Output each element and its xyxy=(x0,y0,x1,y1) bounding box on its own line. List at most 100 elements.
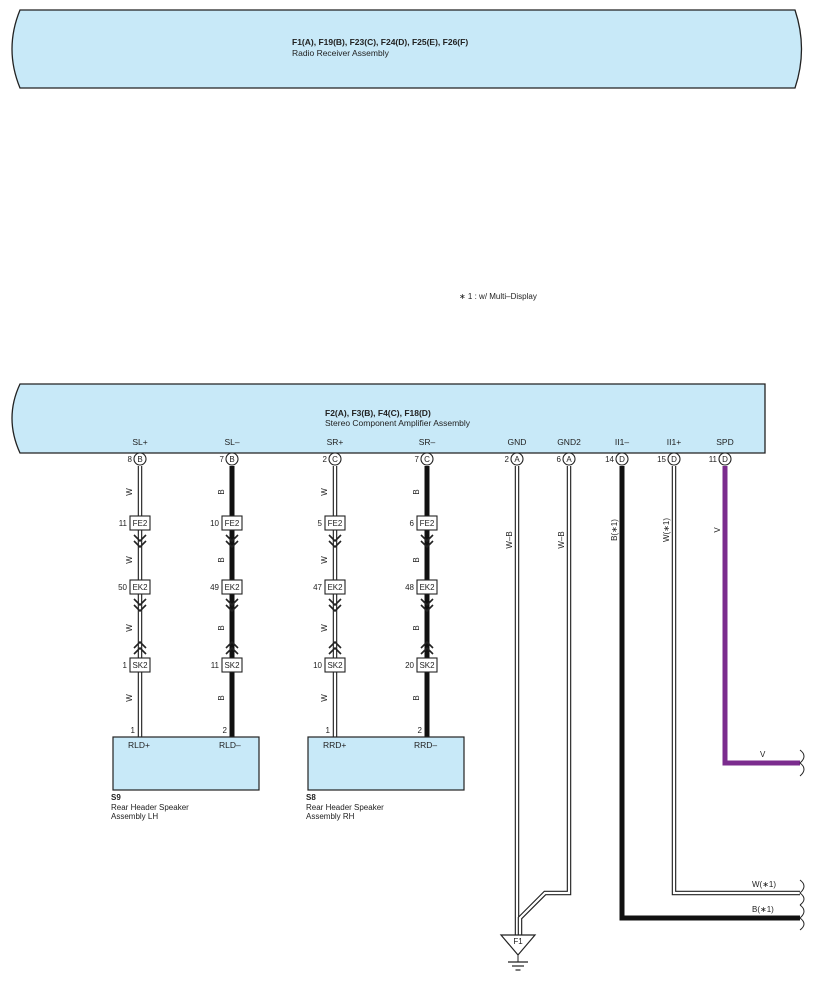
wire-color-label: W xyxy=(320,488,329,496)
pin-number: 14 xyxy=(605,455,614,464)
wire-color-label: W xyxy=(320,556,329,564)
plug-chevron xyxy=(420,540,434,549)
pin-label: GND xyxy=(508,437,527,447)
connector-box xyxy=(129,579,151,595)
gnd-wire: W–B xyxy=(505,466,520,935)
s8-name1: Rear Header Speaker xyxy=(306,803,384,812)
ii1-minus-wire: B(∗1) B(∗1) xyxy=(610,466,805,931)
plug-chevron xyxy=(328,598,342,607)
wire-color-label: W xyxy=(125,556,134,564)
s8-name2: Assembly RH xyxy=(306,812,355,821)
wire-color-label: W xyxy=(125,694,134,702)
connector-box xyxy=(221,515,243,531)
spd-out-label: V xyxy=(760,750,766,759)
plug-chevron xyxy=(133,540,147,549)
plug-chevron xyxy=(133,534,147,543)
connector-name: EK2 xyxy=(132,583,148,592)
s8-plus: RRD+ xyxy=(323,740,346,750)
plug-chevron xyxy=(328,534,342,543)
pin-number: 2 xyxy=(505,455,510,464)
plug-chevron xyxy=(420,646,434,655)
wire-color-label: B xyxy=(412,625,421,630)
connector-sk2: SK2 20 xyxy=(405,657,438,673)
wire-color-label: B xyxy=(217,489,226,494)
wire-color-label: B xyxy=(217,695,226,700)
pin-connector: B xyxy=(229,455,234,464)
amp-pins: SL+B8SL–B7SR+C2SR–C7GNDA2GND2A6II1–D14II… xyxy=(128,437,734,466)
pin-number: 2 xyxy=(323,455,328,464)
plug-chevron xyxy=(225,640,239,649)
pin-connector: A xyxy=(566,455,572,464)
speaker-s9: RLD+ RLD– S9 Rear Header Speaker Assembl… xyxy=(111,736,260,821)
wire-color-label: W xyxy=(125,624,134,632)
pin-circle xyxy=(225,452,239,466)
plug-chevron xyxy=(420,534,434,543)
radio-receiver-assembly: F1(A), F19(B), F23(C), F24(D), F25(E), F… xyxy=(11,9,803,89)
plug-chevron xyxy=(225,598,239,607)
s8-code: S8 xyxy=(306,793,316,802)
connector-name: FE2 xyxy=(420,519,435,528)
s9-minus: RLD– xyxy=(219,740,241,750)
speaker-pin: 1 xyxy=(326,726,331,735)
s8-minus: RRD– xyxy=(414,740,437,750)
pin-label: II1– xyxy=(615,437,629,447)
amp-pin-sl-: SL+B8 xyxy=(128,437,148,466)
connector-box xyxy=(324,515,346,531)
connector-box xyxy=(221,579,243,595)
connector-pin: 10 xyxy=(313,661,322,670)
amp-pin-sr-: SR–C7 xyxy=(415,437,436,466)
ii1-minus-out-label: B(∗1) xyxy=(752,905,774,914)
connector-name: SK2 xyxy=(419,661,435,670)
speaker-pin: 2 xyxy=(223,726,228,735)
connector-pin: 11 xyxy=(211,661,220,670)
amp-pin-ii1-: II1+D15 xyxy=(657,437,681,466)
plug-chevron xyxy=(420,598,434,607)
connector-pin: 5 xyxy=(318,519,323,528)
pin-connector: D xyxy=(722,455,728,464)
plug-chevron xyxy=(328,604,342,613)
pin-label: II1+ xyxy=(667,437,681,447)
amp-pin-sr-: SR+C2 xyxy=(323,437,343,466)
plug-chevron xyxy=(133,640,147,649)
plug-chevron xyxy=(225,604,239,613)
pin-circle xyxy=(420,452,434,466)
wire-color-label: B xyxy=(412,695,421,700)
s9-name2: Assembly LH xyxy=(111,812,158,821)
gnd2-wire: W–B xyxy=(517,466,572,935)
connector-name: FE2 xyxy=(133,519,148,528)
connector-box xyxy=(324,579,346,595)
connector-name: SK2 xyxy=(327,661,343,670)
wire-color-label: B xyxy=(412,557,421,562)
footnote: ∗ 1 : w/ Multi–Display xyxy=(459,292,537,301)
pin-label: SL– xyxy=(224,437,239,447)
connector-name: SK2 xyxy=(132,661,148,670)
connector-pin: 6 xyxy=(410,519,415,528)
connector-name: FE2 xyxy=(328,519,343,528)
plug-chevron xyxy=(225,534,239,543)
connector-box xyxy=(416,657,438,673)
connector-name: EK2 xyxy=(419,583,435,592)
pin-label: SPD xyxy=(716,437,733,447)
pin-connector: D xyxy=(671,455,677,464)
connector-name: EK2 xyxy=(224,583,240,592)
pin-number: 7 xyxy=(415,455,420,464)
ground-point-f1: F1 xyxy=(499,934,537,971)
pin-circle xyxy=(328,452,342,466)
connector-box xyxy=(416,515,438,531)
plug-chevron xyxy=(328,540,342,549)
connector-box xyxy=(324,657,346,673)
connector-ek2: EK2 49 xyxy=(210,579,243,595)
wire-color-label: B xyxy=(412,489,421,494)
connector-pin: 20 xyxy=(405,661,414,670)
connector-pin: 49 xyxy=(210,583,219,592)
pin-connector: C xyxy=(332,455,338,464)
